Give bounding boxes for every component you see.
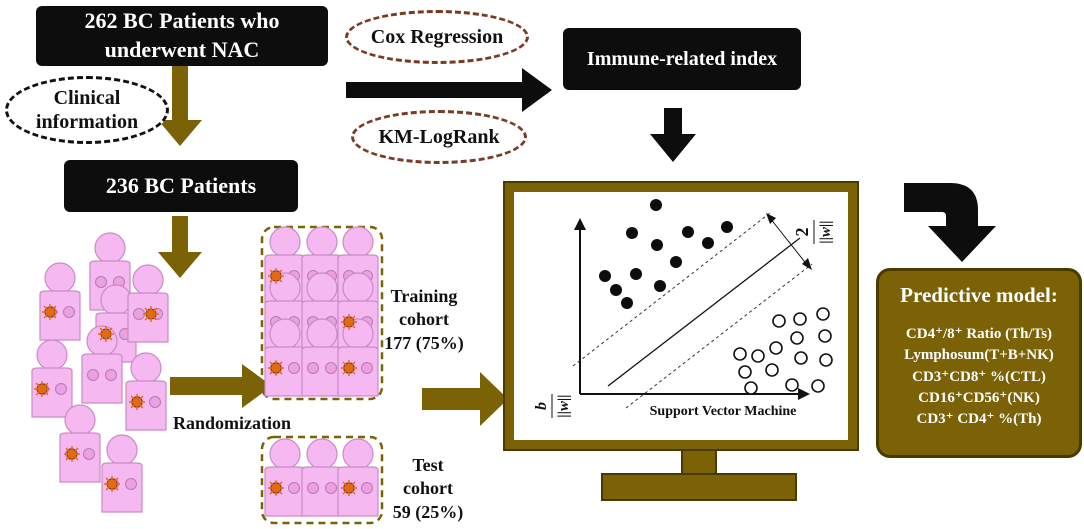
training-cohort-label: Training cohort 177 (75%) bbox=[366, 285, 482, 355]
svm-hyperplane bbox=[607, 237, 801, 387]
model-item: Lymphosum(T+B+NK) bbox=[904, 347, 1054, 364]
arrow-to-svm bbox=[422, 372, 508, 426]
test-line3: 59 (25%) bbox=[392, 501, 464, 522]
test-cohort-label: Test cohort 59 (25%) bbox=[378, 454, 478, 524]
predictive-model-box: Predictive model: CD4⁺/8⁺ Ratio (Th/Ts) … bbox=[876, 268, 1082, 458]
randomization-label: Randomization bbox=[172, 413, 291, 433]
arrow-236-to-patients bbox=[158, 216, 202, 278]
margin-numerator: 2 bbox=[792, 228, 812, 237]
oval-clinical-line1: Clinical bbox=[53, 87, 121, 109]
predictive-model-list: CD4⁺/8⁺ Ratio (Th/Ts) Lymphosum(T+B+NK) … bbox=[879, 324, 1079, 430]
arrow-immune-to-svm bbox=[650, 108, 696, 162]
training-line1: Training bbox=[390, 286, 458, 306]
svm-plot: 2 ||w|| b ||w|| Support Vector Machine bbox=[533, 199, 834, 419]
box-immune-index: Immune-related index bbox=[563, 28, 801, 90]
arrow-curved-to-model bbox=[904, 183, 996, 262]
margin-denominator: ||w|| bbox=[818, 220, 834, 243]
model-item: CD4⁺/8⁺ Ratio (Th/Ts) bbox=[905, 326, 1053, 342]
oval-cox-regression: Cox Regression bbox=[345, 10, 529, 64]
svm-class-hollow bbox=[733, 307, 833, 395]
bias-denominator: ||w|| bbox=[556, 394, 572, 417]
box-262-line2: underwent NAC bbox=[104, 37, 260, 62]
arrow-262-to-236 bbox=[158, 62, 202, 146]
bias-numerator: b bbox=[533, 402, 550, 410]
test-line1: Test bbox=[412, 455, 444, 475]
box-immune-label: Immune-related index bbox=[586, 48, 778, 70]
training-line3: 177 (75%) bbox=[384, 332, 464, 353]
test-cohort-frame bbox=[260, 435, 384, 525]
svm-monitor bbox=[503, 181, 859, 501]
svm-caption: Support Vector Machine bbox=[650, 404, 797, 419]
oval-cox-label: Cox Regression bbox=[370, 26, 504, 48]
arrow-to-immune-index bbox=[346, 68, 552, 112]
oval-clinical-line2: information bbox=[35, 111, 139, 133]
test-cohort-figures bbox=[264, 438, 379, 517]
model-item: CD3⁺CD8⁺ %(CTL) bbox=[912, 368, 1046, 385]
svm-class-filled bbox=[599, 199, 733, 309]
training-line2: cohort bbox=[399, 309, 449, 330]
oval-km-label: KM-LogRank bbox=[378, 126, 500, 148]
box-262-line1: 262 BC Patients who bbox=[84, 8, 280, 34]
model-item: CD16⁺CD56⁺(NK) bbox=[918, 389, 1040, 406]
patient-group bbox=[31, 232, 169, 513]
box-236-label: 236 BC Patients bbox=[105, 172, 257, 198]
box-262-patients: 262 BC Patients who underwent NAC bbox=[36, 6, 328, 66]
model-item: CD3⁺ CD4⁺ %(Th) bbox=[916, 411, 1042, 428]
arrow-randomization bbox=[170, 364, 272, 408]
oval-km-logrank: KM-LogRank bbox=[351, 110, 527, 164]
predictive-model-title: Predictive model: bbox=[900, 283, 1058, 307]
training-cohort-figures bbox=[264, 226, 379, 397]
test-line2: cohort bbox=[403, 478, 453, 499]
box-236-patients: 236 BC Patients bbox=[64, 160, 298, 212]
